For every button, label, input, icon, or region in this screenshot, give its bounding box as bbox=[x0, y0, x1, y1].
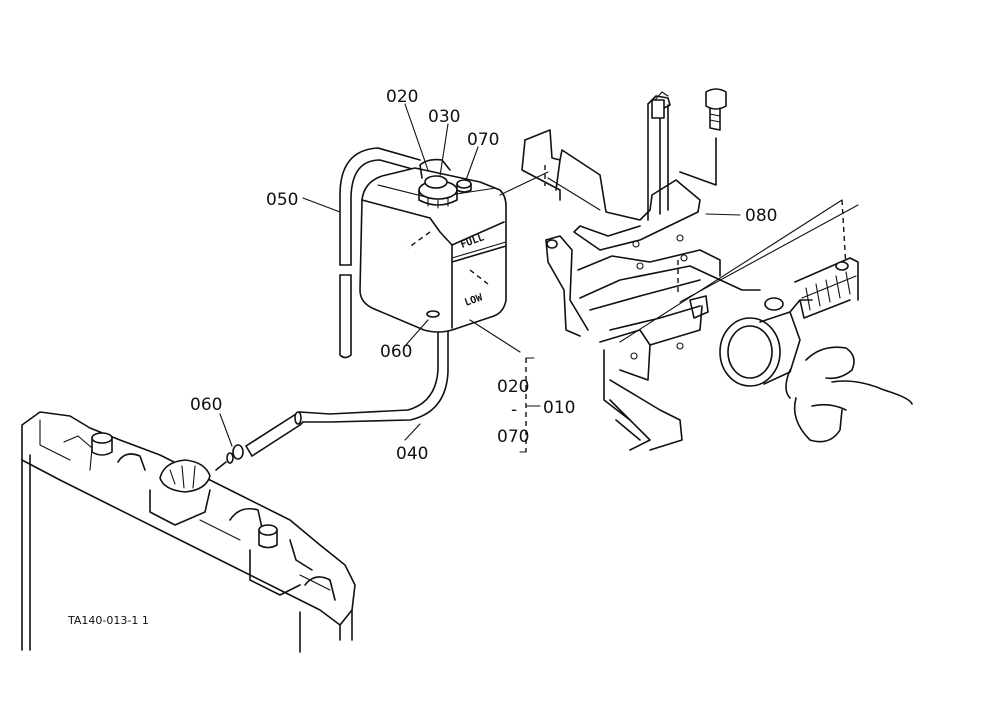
label-080-bolt: 080 bbox=[745, 206, 777, 226]
label-060-tank-clip: 060 bbox=[380, 342, 412, 362]
label-020-group: 020 bbox=[497, 377, 529, 397]
label-070-fitting: 070 bbox=[467, 130, 499, 150]
label-040-hose: 040 bbox=[396, 444, 428, 464]
label-060-hose-clip: 060 bbox=[190, 395, 222, 415]
label-group-dash: - bbox=[511, 400, 517, 420]
label-020-cap: 020 bbox=[386, 87, 418, 107]
label-070-group: 070 bbox=[497, 427, 529, 447]
leader-lines bbox=[219, 103, 741, 453]
mounting-bracket bbox=[499, 88, 859, 451]
overflow-hose bbox=[215, 327, 449, 471]
fan-pulley-assembly bbox=[719, 257, 913, 443]
reference-code: TA140-013-1 1 bbox=[67, 614, 149, 627]
breather-hose bbox=[339, 147, 421, 359]
radiator bbox=[21, 411, 356, 653]
reserve-tank: FULL LOW bbox=[359, 158, 507, 333]
part-number-labels: 020 030 070 050 080 060 060 040 020 - 07… bbox=[67, 87, 777, 627]
label-030-gasket: 030 bbox=[428, 107, 460, 127]
label-050-hose: 050 bbox=[266, 190, 298, 210]
label-010-assembly: 010 bbox=[543, 398, 575, 418]
